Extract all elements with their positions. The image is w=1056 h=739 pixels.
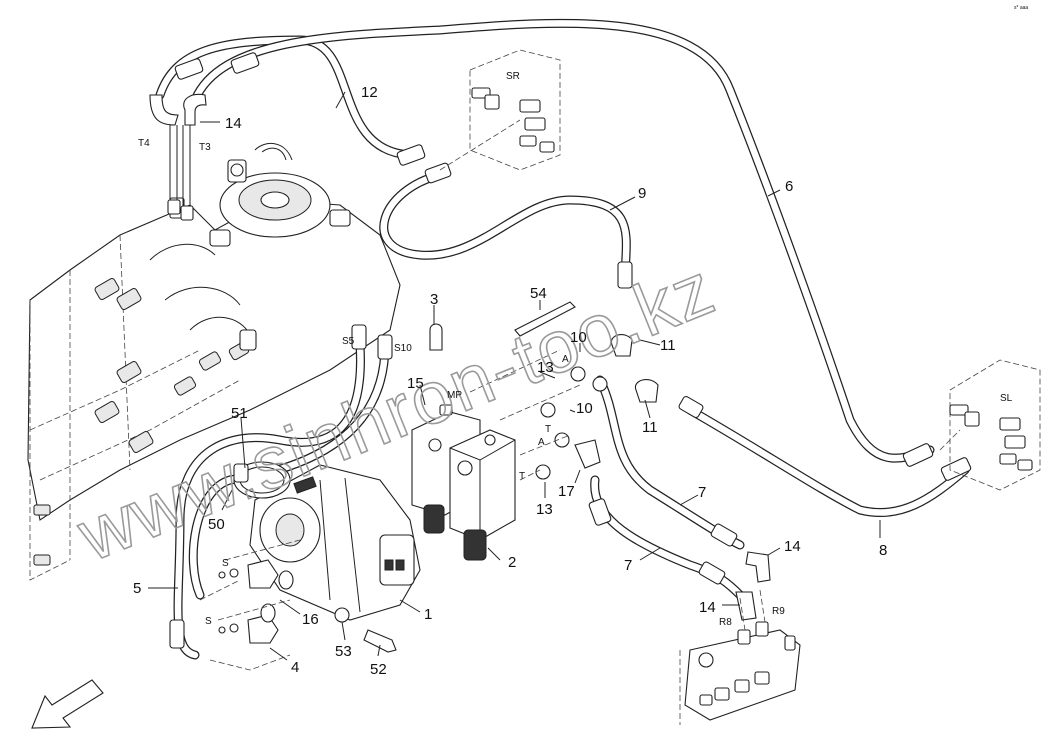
callout-10: 10 [576, 400, 593, 417]
callout-11: 11 [660, 337, 676, 354]
port-label-s10: S10 [394, 343, 412, 354]
port-label-t3: T3 [199, 142, 211, 153]
callout-14: 14 [784, 538, 801, 555]
port-label-t: T [519, 471, 525, 482]
callout-53: 53 [335, 643, 352, 660]
corner-mark: s* aaa [1014, 5, 1028, 11]
callouts: 12 14 6 9 3 54 10 11 13 15 10 11 51 50 1… [133, 84, 887, 678]
transmission-housing [27, 142, 401, 581]
callout-13: 13 [536, 501, 553, 518]
distribution-block [679, 621, 801, 725]
port-label-mp: MP [447, 390, 462, 401]
direction-arrow-icon [31, 679, 104, 729]
return-pipes [167, 125, 194, 221]
callout-11: 11 [642, 419, 658, 436]
callout-7: 7 [698, 484, 706, 501]
callout-5: 5 [133, 580, 141, 597]
callout-15: 15 [407, 375, 424, 392]
port-label-r9: R9 [772, 606, 785, 617]
port-label-r8: R8 [719, 617, 732, 628]
port-label-a: A [538, 437, 545, 448]
callout-1: 1 [424, 606, 432, 623]
port-labels: T4 T3 SR SL S5 S10 MP A A T T S S R8 R9 [138, 71, 1013, 628]
callout-54: 54 [530, 285, 547, 302]
port-label-t: T [545, 424, 551, 435]
leader-lines [148, 91, 881, 661]
valve-block-2 [411, 404, 516, 561]
callout-50: 50 [208, 516, 225, 533]
callout-10: 10 [570, 329, 587, 346]
hose-7-upper [595, 375, 745, 550]
port-label-sr: SR [506, 71, 520, 82]
callout-3: 3 [430, 291, 438, 308]
callout-14: 14 [225, 115, 242, 132]
callout-14: 14 [699, 599, 716, 616]
callout-9: 9 [638, 185, 646, 202]
callout-8: 8 [879, 542, 887, 559]
small-parts [218, 301, 576, 653]
port-label-s: S [205, 616, 212, 627]
callout-13: 13 [537, 359, 554, 376]
assembly-lines [199, 119, 961, 671]
callout-16: 16 [302, 611, 319, 628]
port-label-a: A [562, 354, 569, 365]
hose-fittings [149, 52, 972, 649]
callout-12: 12 [361, 84, 378, 101]
manifold-sr [469, 49, 561, 171]
callout-6: 6 [785, 178, 793, 195]
port-label-sl: SL [1000, 393, 1013, 404]
port-label-t4: T4 [138, 138, 150, 149]
callout-51: 51 [231, 405, 248, 422]
port-label-s5: S5 [342, 336, 355, 347]
hoses [155, 18, 970, 660]
manifold-sl [949, 359, 1041, 491]
callout-52: 52 [370, 661, 387, 678]
callout-7: 7 [624, 557, 632, 574]
port-label-s: S [222, 558, 229, 569]
callout-17: 17 [558, 483, 575, 500]
callout-4: 4 [291, 659, 299, 676]
callout-2: 2 [508, 554, 516, 571]
